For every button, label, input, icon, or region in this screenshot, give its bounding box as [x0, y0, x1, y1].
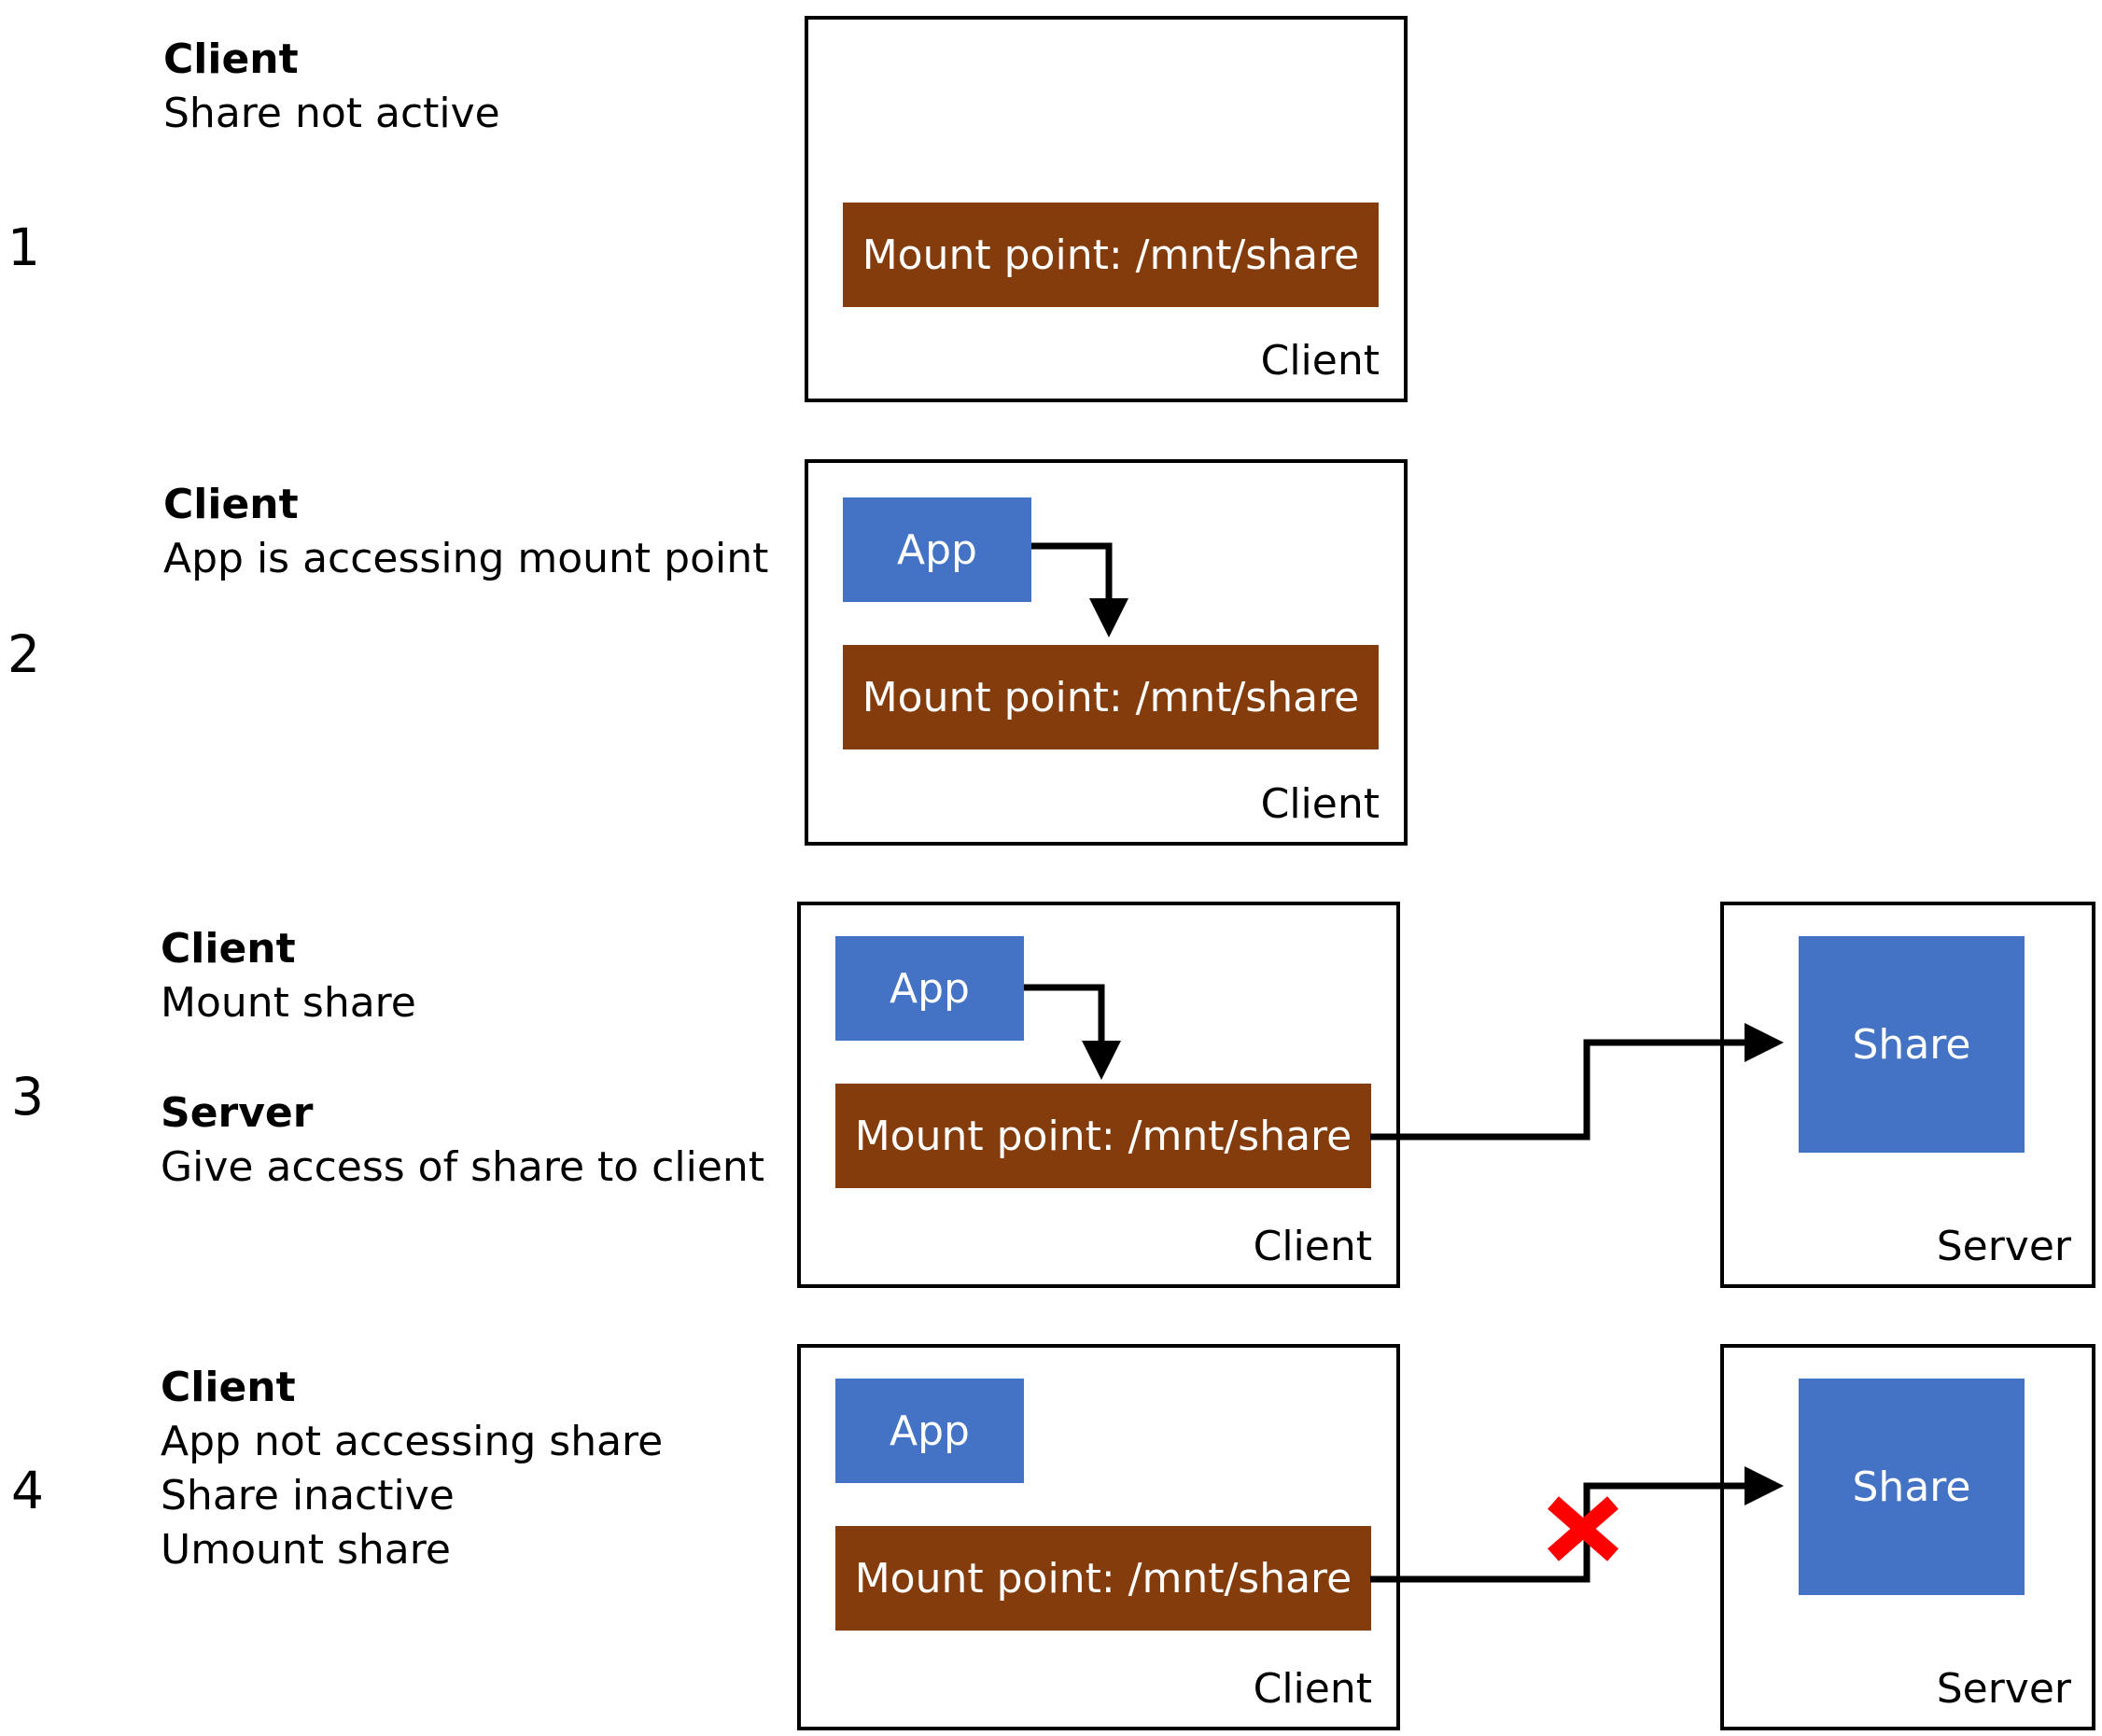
step-number-3: 3	[11, 1067, 44, 1127]
step-4-app: App	[835, 1379, 1024, 1483]
step-4-client-label: Client	[1253, 1665, 1372, 1713]
step-3-mount-to-share-arrow	[1370, 1023, 1784, 1141]
step-4-server-box: Share Server	[1720, 1344, 2095, 1730]
step-4-client-box: App Mount point: /mnt/share Client	[797, 1344, 1400, 1730]
step-number-1: 1	[7, 217, 40, 277]
step-4-role-client: Client	[161, 1364, 296, 1411]
step-4-text-2: Share inactive	[161, 1472, 455, 1519]
step-3-server-box: Share Server	[1720, 902, 2095, 1288]
step-3-client-description: Client Mount share	[161, 922, 416, 1030]
step-1-client-box: Mount point: /mnt/share Client	[805, 16, 1408, 402]
step-4-share: Share	[1799, 1379, 2025, 1595]
step-number-4: 4	[11, 1461, 44, 1520]
step-4-description: Client App not accessing share Share ina…	[161, 1361, 663, 1577]
step-3-app-to-mount-arrow	[1024, 984, 1121, 1080]
step-3-mount-point: Mount point: /mnt/share	[835, 1084, 1371, 1188]
step-3-client-text: Mount share	[161, 979, 416, 1027]
step-1-role-client: Client	[163, 35, 299, 83]
disconnected-cross-icon	[1548, 1496, 1619, 1561]
step-4-text-1: App not accessing share	[161, 1418, 664, 1465]
step-3-server-text: Give access of share to client	[161, 1143, 765, 1191]
step-1-client-label: Client	[1260, 337, 1380, 385]
step-1-mount-point: Mount point: /mnt/share	[843, 203, 1379, 307]
step-2-app: App	[843, 497, 1031, 602]
step-3-share: Share	[1799, 936, 2025, 1153]
step-2-description: Client App is accessing mount point	[163, 478, 768, 586]
step-3-server-label: Server	[1936, 1223, 2071, 1270]
step-3-client-box: App Mount point: /mnt/share Client	[797, 902, 1400, 1288]
step-3-role-server: Server	[161, 1089, 314, 1137]
step-3-role-client: Client	[161, 925, 296, 973]
step-4-server-label: Server	[1936, 1665, 2071, 1713]
step-number-2: 2	[7, 624, 40, 684]
step-2-text: App is accessing mount point	[163, 535, 769, 582]
step-2-client-box: App Mount point: /mnt/share Client	[805, 459, 1408, 846]
step-3-app: App	[835, 936, 1024, 1041]
step-2-role-client: Client	[163, 481, 299, 528]
step-1-text: Share not active	[163, 90, 500, 137]
step-3-server-description: Server Give access of share to client	[161, 1086, 764, 1195]
step-4-text-3: Umount share	[161, 1526, 451, 1574]
step-1-description: Client Share not active	[163, 33, 500, 141]
step-2-client-label: Client	[1260, 780, 1380, 828]
step-2-app-to-mount-arrow	[1031, 542, 1128, 637]
step-3-client-label: Client	[1253, 1223, 1372, 1270]
step-2-mount-point: Mount point: /mnt/share	[843, 645, 1379, 749]
step-4-mount-point: Mount point: /mnt/share	[835, 1526, 1371, 1631]
